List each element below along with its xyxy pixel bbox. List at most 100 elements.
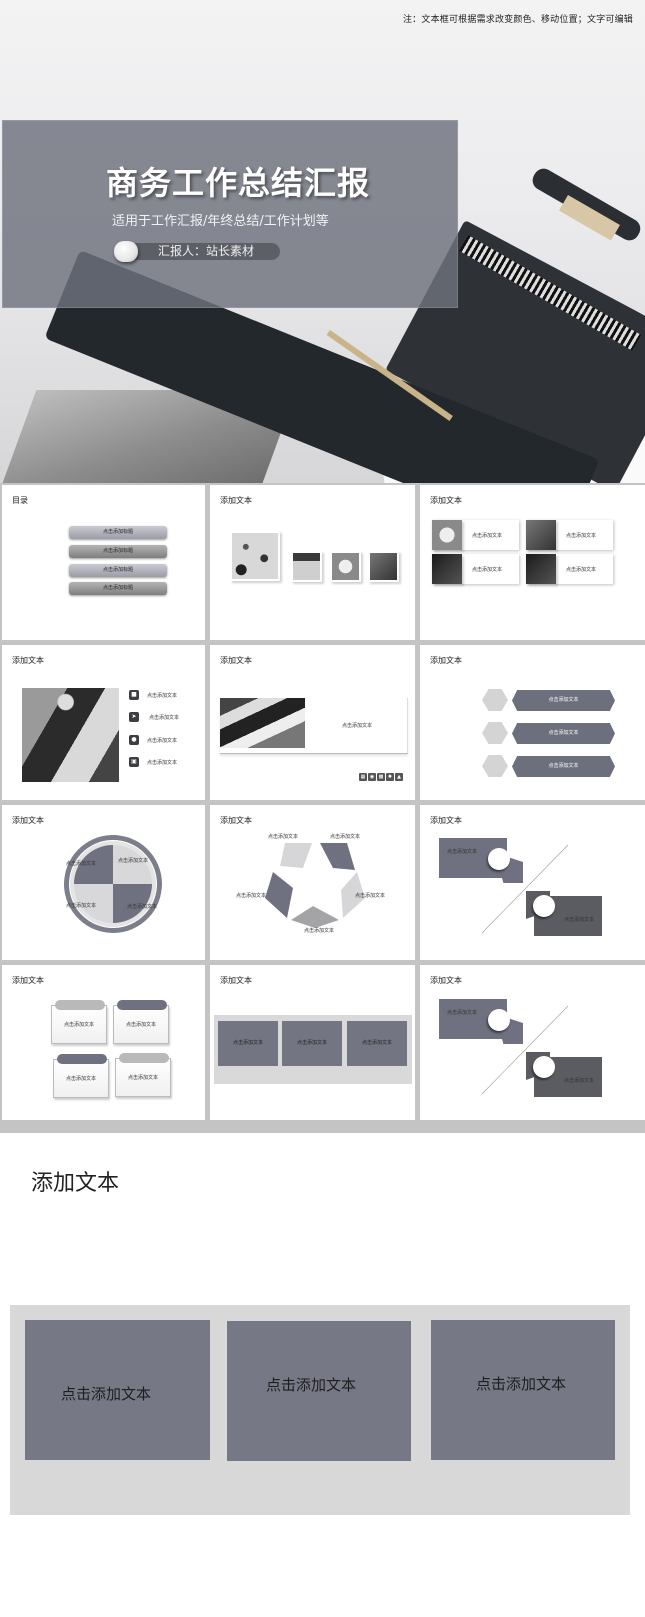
cycle-arrow-icon (56, 827, 170, 941)
cover-title[interactable]: 商务工作总结汇报 (106, 164, 371, 202)
slide-title: 添加文本 (220, 496, 252, 505)
slide-toc[interactable]: 目录 点击添加标题 点击添加标题 点击添加标题 点击添加标题 (2, 485, 205, 640)
cycle-pie (70, 841, 156, 927)
card-text: 点击添加文本 (447, 1010, 478, 1016)
slide-photo-cards[interactable]: 添加文本 点击添加文本 点击添加文本 点击添加文本 点击添加文本 (420, 485, 645, 640)
text-box[interactable]: 点击添加文本 (282, 1021, 342, 1066)
text-box[interactable]: 点击添加文本 (431, 1320, 615, 1460)
quadrant-label: 点击添加文本 (66, 861, 97, 867)
slide-arrow-cards-2[interactable]: 添加文本 点击添加文本 点击添加文本 (420, 965, 645, 1120)
slide-title: 添加文本 (430, 976, 462, 985)
arrow-card[interactable]: 点击添加文本 (439, 999, 507, 1039)
slide-title: 添加文本 (430, 816, 462, 825)
circle-icon (533, 895, 555, 917)
card-photo (432, 554, 462, 584)
one-way-sign-photo (220, 698, 305, 748)
photo-card[interactable]: 点击添加文本 (432, 554, 519, 584)
toc-item[interactable]: 点击添加标题 (69, 545, 167, 558)
text-box[interactable]: 点击添加文本 (218, 1021, 278, 1066)
slide-title: 添加文本 (12, 656, 44, 665)
text-box[interactable]: 点击添加文本 (347, 1021, 407, 1066)
gallery-photo-1 (230, 531, 280, 581)
slide-title: 目录 (12, 496, 28, 505)
card-text: 点击添加文本 (566, 533, 597, 539)
note-card[interactable]: 点击添加文本 (115, 1058, 171, 1097)
note-card-cap (57, 1054, 107, 1064)
hexagon-icon (482, 689, 508, 711)
quadrant-label: 点击添加文本 (118, 858, 149, 864)
card-text: 点击添加文本 (447, 849, 478, 855)
slide-cycle-diagram[interactable]: 添加文本 点击添加文本 点击添加文本 点击添加文本 点击添加文本 (2, 805, 205, 960)
note-card-cap (117, 1000, 167, 1010)
text-box[interactable]: 点击添加文本 (25, 1320, 210, 1460)
arrow-card[interactable]: 点击添加文本 (439, 838, 507, 878)
pentagon-label: 点击添加文本 (236, 893, 267, 899)
slide-icon-list[interactable]: 添加文本 ■ 点击添加文本 ➤ 点击添加文本 ● 点击添加文本 ▣ 点击添加文本 (2, 645, 205, 800)
grid-icon[interactable]: ▦ (359, 773, 367, 781)
hex-banner[interactable]: 点击添加文本 (512, 690, 615, 711)
gallery-photo-2 (291, 551, 322, 582)
slide-title[interactable]: 添加文本 (31, 1171, 120, 1196)
bag-icon: ■ (129, 690, 139, 700)
card-text: 点击添加文本 (566, 567, 597, 573)
note-card[interactable]: 点击添加文本 (53, 1059, 109, 1098)
note-card[interactable]: 点击添加文本 (51, 1005, 107, 1044)
card-text: 点击添加文本 (564, 1078, 595, 1084)
slide-triple-boxes[interactable]: 添加文本 点击添加文本 点击添加文本 点击添加文本 (210, 965, 415, 1120)
box-text: 点击添加文本 (266, 1376, 357, 1394)
edit-note: 注：文本框可根据需求改变颜色、移动位置；文字可编辑 (402, 15, 633, 25)
slide-title: 添加文本 (430, 496, 462, 505)
rocket-icon: ➤ (129, 712, 139, 722)
toc-item[interactable]: 点击添加标题 (69, 564, 167, 577)
photo-card[interactable]: 点击添加文本 (432, 520, 519, 550)
hex-banner[interactable]: 点击添加文本 (512, 723, 615, 744)
card-photo (526, 520, 556, 550)
laptop-photo (22, 688, 119, 782)
list-item-text: 点击添加文本 (147, 760, 178, 766)
chat-icon[interactable]: ▩ (377, 773, 385, 781)
toc-item[interactable]: 点击添加标题 (69, 526, 167, 539)
note-card-cap (119, 1053, 169, 1063)
quadrant-label: 点击添加文本 (66, 903, 97, 909)
photo-banner-card[interactable]: 点击添加文本 (220, 698, 408, 754)
pentagon-label: 点击添加文本 (330, 834, 361, 840)
slide-title: 添加文本 (220, 816, 252, 825)
reporter-badge: 汇报人：站长素材 (114, 241, 284, 262)
toc-item[interactable]: 点击添加标题 (69, 582, 167, 595)
social-icon-row: ▦◉▩✹▲ (358, 763, 403, 781)
toggle-knob-icon (114, 241, 138, 262)
slide-photo-gallery[interactable]: 添加文本 (210, 485, 415, 640)
gallery-photo-4 (368, 551, 399, 582)
hex-banner[interactable]: 点击添加文本 (512, 756, 615, 777)
cover-subtitle[interactable]: 适用于工作汇报/年终总结/工作计划等 (112, 214, 329, 229)
pentagon-label: 点击添加文本 (355, 893, 386, 899)
card-photo (526, 554, 556, 584)
text-box[interactable]: 点击添加文本 (227, 1321, 411, 1461)
box-text: 点击添加文本 (476, 1375, 567, 1393)
slide-thumbnail-grid: 目录 点击添加标题 点击添加标题 点击添加标题 点击添加标题 添加文本 添加文本… (0, 483, 645, 1133)
title-panel (2, 120, 458, 308)
globe-icon[interactable]: ◉ (368, 773, 376, 781)
gear-icon[interactable]: ✹ (386, 773, 394, 781)
slide-title: 添加文本 (430, 656, 462, 665)
head-icon: ● (129, 735, 139, 745)
reporter-pill (128, 243, 280, 260)
reporter-label[interactable]: 汇报人：站长素材 (158, 244, 255, 258)
slide-pentagon-diagram[interactable]: 添加文本 点击添加文本 点击添加文本 点击添加文本 点击添加文本 点击添加文本 (210, 805, 415, 960)
slide-title: 添加文本 (220, 976, 252, 985)
user-icon[interactable]: ▲ (395, 773, 403, 781)
slide-hexagon-list[interactable]: 添加文本 点击添加文本 点击添加文本 点击添加文本 (420, 645, 645, 800)
quadrant-label: 点击添加文本 (127, 904, 158, 910)
circle-icon (488, 848, 510, 870)
photo-card[interactable]: 点击添加文本 (526, 520, 613, 550)
hexagon-icon (482, 722, 508, 744)
slide-photo-banner[interactable]: 添加文本 点击添加文本 ▦◉▩✹▲ (210, 645, 415, 800)
pentagon-label: 点击添加文本 (304, 928, 335, 934)
note-card[interactable]: 点击添加文本 (113, 1005, 169, 1044)
slide-arrow-cards[interactable]: 添加文本 点击添加文本 点击添加文本 (420, 805, 645, 960)
hexagon-icon (482, 755, 508, 777)
cover-slide: 注：文本框可根据需求改变颜色、移动位置；文字可编辑 商务工作总结汇报 适用于工作… (0, 0, 645, 483)
photo-card[interactable]: 点击添加文本 (526, 554, 613, 584)
slide-note-cards[interactable]: 添加文本 点击添加文本 点击添加文本 点击添加文本 点击添加文本 (2, 965, 205, 1120)
slide-title: 添加文本 (12, 976, 44, 985)
